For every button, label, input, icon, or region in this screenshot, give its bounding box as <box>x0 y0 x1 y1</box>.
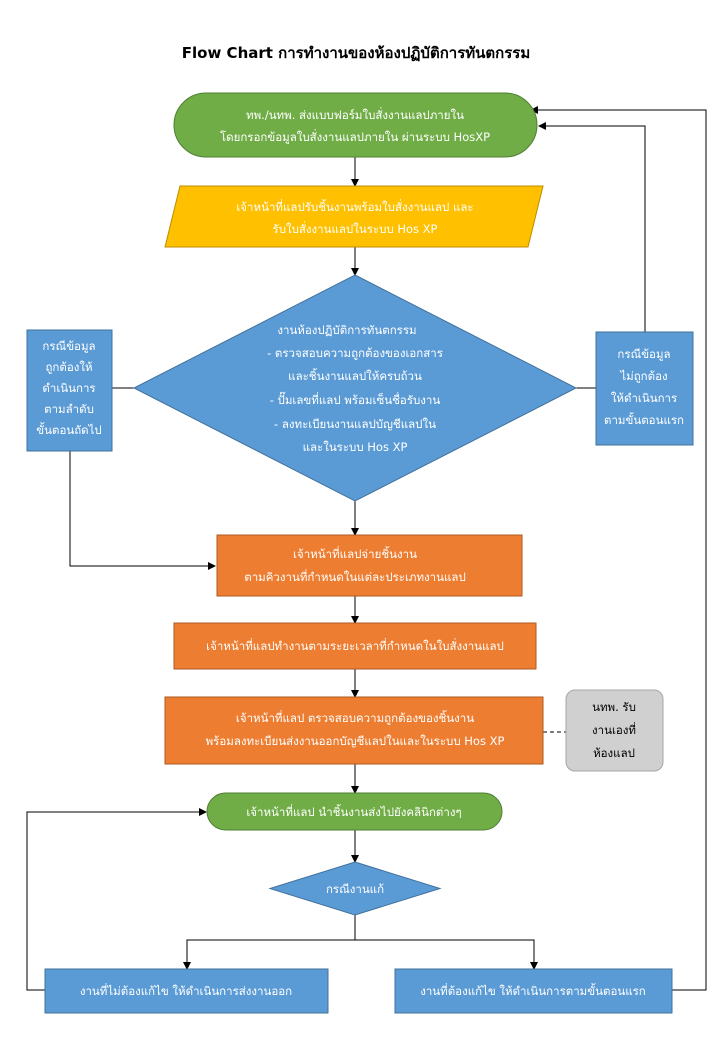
start-line-2: โดยกรอกข้อมูลใบสั่งงานแลปภายใน ผ่านระบบ … <box>220 129 490 144</box>
start-node: ทพ./นทพ. ส่งแบบฟอร์มใบสั่งงานแลปภายใน โด… <box>173 92 538 158</box>
receive-line-2: รับใบสั่งงานแลปในระบบ Hos XP <box>273 221 438 236</box>
correct-case-node: กรณีข้อมูล ถูกต้องให้ ดำเนินการ ตามลำดับ… <box>26 329 113 452</box>
incorrect-line-3: ให้ดำเนินการ <box>611 391 677 405</box>
correct-line-2: ถูกต้องให้ <box>45 360 92 374</box>
start-line-1: ทพ./นทพ. ส่งแบบฟอร์มใบสั่งงานแลปภายใน <box>246 107 464 122</box>
need-fix-node: งานที่ต้องแก้ไข ให้ดำเนินการตามขั้นตอนแร… <box>394 968 673 1014</box>
check-line-5: - ลงทะเบียนงานแลปบัญชีแลปใน <box>274 417 436 431</box>
check-line-1: งานห้องปฏิบัติการทันตกรรม <box>277 323 416 337</box>
receive-line-1: เจ้าหน้าที่แลปรับชิ้นงานพร้อมใบสั่งงานแล… <box>236 199 473 214</box>
connectors <box>26 106 707 991</box>
correct-line-5: ขั้นตอนถัดไป <box>36 422 101 437</box>
verify-node: เจ้าหน้าที่แลป ตรวจสอบความถูกต้องของชิ้น… <box>164 696 544 765</box>
no-fix-node: งานที่ไม่ต้องแก้ไข ให้ดำเนินการส่งงานออก <box>44 968 329 1014</box>
correct-line-3: ดำเนินการ <box>42 381 95 395</box>
incorrect-case-node: กรณีข้อมูล ไม่ถูกต้อง ให้ดำเนินการ ตามขั… <box>595 331 694 446</box>
fix-decision: กรณีงานแก้ <box>268 861 442 916</box>
fix-decision-label: กรณีงานแก้ <box>326 882 384 896</box>
incorrect-line-1: กรณีข้อมูล <box>617 347 670 361</box>
no-fix-label: งานที่ไม่ต้องแก้ไข ให้ดำเนินการส่งงานออก <box>80 983 292 998</box>
check-line-6: และในระบบ Hos XP <box>303 440 408 454</box>
page-title: Flow Chart การทำงานของห้องปฏิบัติการทันต… <box>182 44 530 62</box>
check-line-2: - ตรวจสอบความถูกต้องของเอกสาร <box>267 346 443 360</box>
work-line-1: เจ้าหน้าที่แลปทำงานตามระยะเวลาที่กำหนดใน… <box>206 638 504 653</box>
verify-line-2: พร้อมลงทะเบียนส่งงานออกบัญชีแลปในและในระ… <box>206 734 505 748</box>
deliver-node: เจ้าหน้าที่แลป นำชิ้นงานส่งไปยังคลินิกต่… <box>206 792 503 831</box>
work-node: เจ้าหน้าที่แลปทำงานตามระยะเวลาที่กำหนดใน… <box>173 622 537 670</box>
incorrect-line-2: ไม่ถูกต้อง <box>619 369 667 383</box>
distribute-line-2: ตามคิวงานที่กำหนดในแต่ละประเภทงานแลป <box>244 569 466 584</box>
deliver-line-1: เจ้าหน้าที่แลป นำชิ้นงานส่งไปยังคลินิกต่… <box>246 804 461 819</box>
receive-node: เจ้าหน้าที่แลปรับชิ้นงานพร้อมใบสั่งงานแล… <box>164 185 544 248</box>
self-pickup-node: นทพ. รับ งานเองที่ ห้องแลป <box>565 689 664 772</box>
incorrect-line-4: ตามขั้นตอนแรก <box>604 412 684 427</box>
correct-line-1: กรณีข้อมูล <box>42 339 95 353</box>
need-fix-label: งานที่ต้องแก้ไข ให้ดำเนินการตามขั้นตอนแร… <box>420 983 646 998</box>
distribute-node: เจ้าหน้าที่แลปจ่ายชิ้นงาน ตามคิวงานที่กำ… <box>216 534 523 597</box>
check-decision: งานห้องปฏิบัติการทันตกรรม - ตรวจสอบความถ… <box>132 274 578 502</box>
pickup-line-1: นทพ. รับ <box>592 700 636 714</box>
distribute-line-1: เจ้าหน้าที่แลปจ่ายชิ้นงาน <box>293 546 417 561</box>
verify-line-1: เจ้าหน้าที่แลป ตรวจสอบความถูกต้องของชิ้น… <box>236 710 474 725</box>
pickup-line-3: ห้องแลป <box>593 746 635 760</box>
correct-line-4: ตามลำดับ <box>44 402 94 416</box>
pickup-line-2: งานเองที่ <box>592 722 636 737</box>
check-line-4: - ปั๊มเลขที่แลป พร้อมเซ็นชื่อรับงาน <box>270 391 441 407</box>
check-line-3: และชิ้นงานแลปให้ครบถ้วน <box>288 368 422 383</box>
